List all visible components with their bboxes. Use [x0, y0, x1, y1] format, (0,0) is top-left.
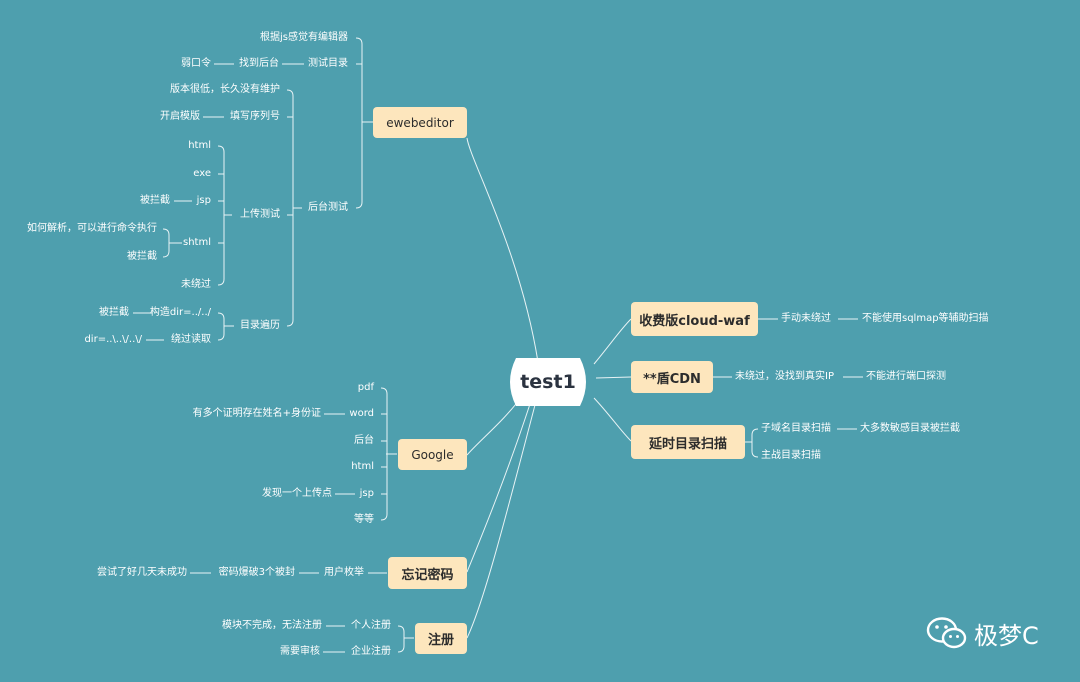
node-backend-test: 后台测试: [308, 202, 348, 213]
node-word: word: [349, 408, 374, 419]
node-pw-brute: 密码爆破3个被封: [218, 567, 295, 578]
node-construct-dir: 构造dir=../../: [149, 307, 211, 318]
root-node-shape: [510, 358, 586, 406]
edge-root-cdn: [595, 376, 632, 379]
node-shtml-parse: 如何解析，可以进行命令执行: [27, 223, 157, 234]
node-upload-test: 上传测试: [240, 209, 280, 220]
node-subdomain-scan: 子域名目录扫描: [761, 423, 831, 434]
node-old-version: 版本很低，长久没有维护: [170, 84, 280, 95]
node-weak-password: 弱口令: [181, 58, 211, 69]
node-word-note: 有多个证明存在姓名+身份证: [192, 408, 321, 419]
node-bypass-read: 绕过读取: [171, 334, 211, 345]
node-shtml: shtml: [183, 237, 211, 248]
branch-ewebeditor[interactable]: ewebeditor: [373, 107, 467, 138]
wechat-icon: [926, 617, 967, 649]
watermark-logo: 极梦C: [926, 612, 1056, 654]
node-editor-hint: 根据js感觉有编辑器: [260, 32, 348, 43]
node-bypass-payload: dir=..\..\/..\/: [84, 334, 142, 345]
node-find-backend: 找到后台: [239, 58, 279, 69]
node-main-scan: 主战目录扫描: [761, 450, 821, 461]
node-test-dir: 测试目录: [308, 58, 348, 69]
branch-google[interactable]: Google: [398, 439, 467, 470]
bracket-ewe: [355, 37, 363, 209]
edge-root-forgot: [466, 403, 531, 573]
branch-delay-dir-scan[interactable]: 延时目录扫描: [631, 425, 745, 459]
bracket-google: [380, 387, 388, 521]
node-shtml-blocked: 被拦截: [127, 251, 157, 262]
node-pdf: pdf: [357, 382, 374, 393]
node-upload-point: 发现一个上传点: [262, 488, 332, 499]
node-no-port-scan: 不能进行端口探测: [866, 371, 946, 382]
root-node[interactable]: test1: [502, 356, 594, 408]
node-personal-note: 模块不完成，无法注册: [222, 620, 322, 631]
node-no-sqlmap: 不能使用sqlmap等辅助扫描: [862, 313, 989, 324]
edge-root-ewebeditor: [466, 137, 539, 363]
node-google-backend: 后台: [354, 435, 374, 446]
node-cdn-not-bypassed: 未绕过，没找到真实IP: [735, 371, 834, 382]
bracket-upload: [217, 145, 225, 286]
root-title: test1: [520, 371, 576, 393]
node-google-jsp: jsp: [359, 488, 374, 499]
node-fill-serial: 填写序列号: [230, 111, 280, 122]
branch-cdn[interactable]: **盾CDN: [631, 361, 713, 393]
node-google-html: html: [351, 461, 374, 472]
edge-root-delay: [593, 397, 632, 442]
watermark-text: 极梦C: [974, 621, 1039, 650]
node-personal-register: 个人注册: [351, 620, 391, 631]
node-open-template: 开启模版: [160, 111, 200, 122]
branch-register[interactable]: 注册: [415, 623, 467, 654]
branch-cloud-waf[interactable]: 收费版cloud-waf: [631, 302, 758, 336]
node-exe: exe: [193, 168, 211, 179]
node-company-note: 需要审核: [280, 646, 320, 657]
node-dir-traversal: 目录遍历: [240, 320, 280, 331]
node-construct-blocked: 被拦截: [99, 307, 129, 318]
node-etc: 等等: [354, 514, 374, 525]
node-manual-not-bypassed: 手动未绕过: [781, 313, 831, 324]
edge-root-waf: [593, 318, 632, 365]
node-company-register: 企业注册: [351, 646, 391, 657]
edge-root-register: [466, 404, 536, 639]
node-tried-days: 尝试了好几天未成功: [97, 567, 187, 578]
node-jsp: jsp: [196, 195, 211, 206]
node-user-enum: 用户枚举: [324, 567, 364, 578]
node-jsp-blocked: 被拦截: [140, 195, 170, 206]
node-html: html: [188, 140, 211, 151]
node-mostly-blocked: 大多数敏感目录被拦截: [860, 423, 960, 434]
node-not-bypassed: 未绕过: [181, 279, 211, 290]
bracket-backend: [286, 89, 294, 327]
branch-forgot-password[interactable]: 忘记密码: [388, 557, 467, 589]
